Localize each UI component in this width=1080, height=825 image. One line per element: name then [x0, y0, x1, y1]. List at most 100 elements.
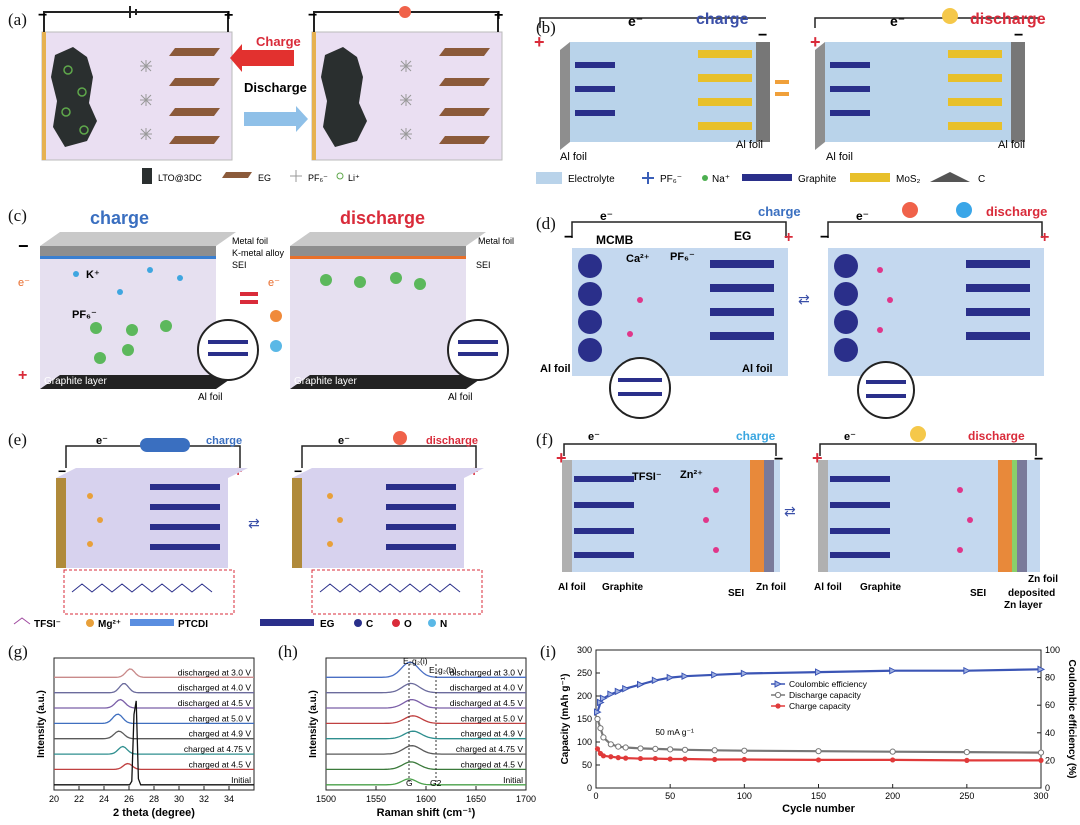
data-point [1037, 749, 1045, 756]
panel-label: (c) [8, 206, 27, 225]
series-line [326, 715, 526, 725]
svg-text:e⁻: e⁻ [600, 209, 613, 223]
x-tick-label: 200 [885, 791, 900, 801]
svg-text:TFSI⁻: TFSI⁻ [34, 619, 61, 630]
svg-text:⇄: ⇄ [798, 291, 810, 307]
svg-text:+: + [494, 7, 503, 24]
data-point [712, 756, 718, 763]
svg-text:⇄: ⇄ [784, 503, 796, 519]
svg-text:+: + [18, 367, 27, 384]
annotation: E₂g₂(i) [403, 656, 428, 666]
data-point [593, 708, 602, 716]
series-label: charged at 4.75 V [184, 744, 251, 754]
svg-text:charge: charge [696, 11, 749, 28]
lto-3dc-icon [51, 47, 97, 147]
series-line [326, 661, 526, 678]
svg-text:Al foil: Al foil [814, 582, 842, 593]
svg-text:PF₆⁻: PF₆⁻ [670, 251, 695, 263]
data-point [815, 748, 822, 755]
data-point [711, 747, 718, 754]
svg-text:discharge: discharge [340, 208, 425, 228]
svg-text:Ca²⁺: Ca²⁺ [626, 253, 650, 265]
svg-text:C: C [978, 174, 985, 185]
svg-text:discharge: discharge [968, 429, 1025, 443]
legend-label: Discharge capacity [789, 690, 862, 700]
svg-text:SEI: SEI [476, 260, 491, 270]
data-point [681, 746, 689, 753]
data-point [615, 743, 622, 750]
series-label: charged at 4.5 V [461, 759, 524, 769]
current-collector [42, 32, 46, 160]
panel-d: (d) e⁻ charge − + MCMB EG Ca²⁺ PF₆⁻ Al f… [530, 200, 1080, 420]
x-tick-label: 1550 [366, 794, 386, 804]
series-line [326, 778, 526, 786]
y-tick-label: 50 [582, 760, 592, 770]
svg-text:−: − [1034, 451, 1043, 468]
svg-text:charge: charge [736, 429, 776, 443]
svg-text:Mg²⁺: Mg²⁺ [98, 619, 121, 630]
x-tick-label: 150 [811, 791, 826, 801]
svg-text:e⁻: e⁻ [856, 209, 869, 223]
svg-text:Al foil: Al foil [540, 363, 571, 375]
panel-f-diagram: e⁻ charge + − TFSI⁻ Zn²⁺ Al foil Graphit… [556, 426, 1058, 611]
annotation: G [406, 778, 413, 788]
data-point [711, 671, 719, 679]
data-point [637, 745, 644, 752]
x-axis-label: Cycle number [782, 803, 855, 815]
svg-text:Al foil: Al foil [736, 139, 763, 151]
series-line [54, 745, 254, 755]
svg-text:Al foil: Al foil [558, 582, 586, 593]
data-point [637, 755, 644, 762]
data-point [963, 666, 971, 675]
data-point [597, 725, 604, 732]
series-line [596, 668, 1042, 713]
svg-text:−: − [758, 27, 767, 44]
x-tick-label: 0 [593, 791, 598, 801]
y2-tick-label: 20 [1045, 755, 1055, 765]
svg-text:Al foil: Al foil [560, 151, 587, 163]
svg-text:Metal foil: Metal foil [478, 236, 514, 246]
svg-text:−: − [820, 229, 829, 246]
legend-marker [774, 680, 783, 688]
bulb-icon [399, 6, 411, 18]
series-label: charged at 5.0 V [189, 713, 252, 723]
svg-text:Al foil: Al foil [198, 392, 222, 403]
series-label: discharged at 4.5 V [450, 698, 524, 708]
x-tick-label: 28 [149, 794, 159, 804]
data-point [815, 757, 822, 763]
svg-text:e⁻: e⁻ [338, 435, 350, 447]
svg-text:discharge: discharge [426, 435, 478, 447]
data-point [682, 756, 688, 762]
panel-label: (h) [278, 642, 298, 661]
bulb-icon [910, 426, 926, 442]
y-tick-label: 0 [587, 783, 592, 793]
svg-text:−: − [1014, 27, 1023, 44]
svg-text:+: + [812, 448, 823, 468]
data-point [964, 757, 970, 763]
svg-text:−: − [38, 7, 47, 24]
x-tick-label: 1650 [466, 794, 486, 804]
svg-text:discharge: discharge [970, 11, 1046, 28]
svg-text:deposited: deposited [1008, 588, 1055, 599]
annotation: G2 [430, 778, 442, 788]
svg-text:+: + [1040, 229, 1049, 246]
y-axis-label: Intensity (a.u.) [36, 690, 47, 758]
x-tick-label: 30 [174, 794, 184, 804]
series-line [596, 748, 1041, 762]
x-axis-label: Raman shift (cm⁻¹) [377, 807, 476, 819]
svg-text:PF₆⁻: PF₆⁻ [72, 309, 97, 321]
series-label: charged at 4.75 V [456, 744, 523, 754]
svg-text:e⁻: e⁻ [844, 431, 856, 443]
panel-e-diagram: e⁻ charge − + ⇄ e⁻ discharge − + TFSI⁻ M… [13, 431, 484, 630]
svg-text:e⁻: e⁻ [96, 435, 108, 447]
svg-text:LTO@3DC: LTO@3DC [158, 173, 202, 183]
series-label: Initial [231, 775, 251, 785]
legend-label: Coulombic efficiency [789, 679, 868, 689]
rate-annotation: 50 mA g⁻¹ [655, 727, 694, 737]
svg-text:PTCDI: PTCDI [178, 619, 208, 630]
data-point [890, 757, 896, 763]
svg-text:PF₆⁻: PF₆⁻ [660, 174, 682, 185]
